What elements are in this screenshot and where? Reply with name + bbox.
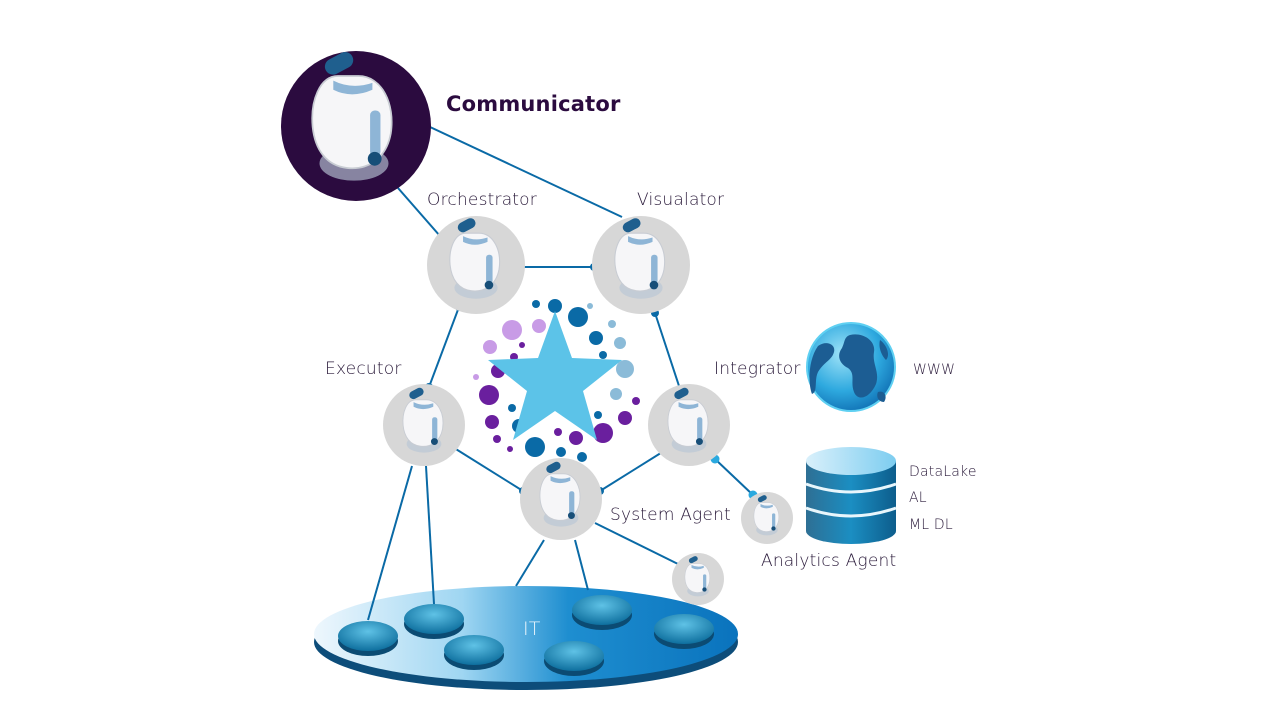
system-agent-label: System Agent [610, 505, 731, 525]
orchestrator-agent[interactable] [427, 215, 525, 314]
globe-icon [806, 322, 896, 412]
connection-lines [367, 126, 754, 621]
system-agent[interactable] [520, 458, 602, 540]
analytics-agent-label: Analytics Agent [761, 551, 897, 571]
helper-agent[interactable] [672, 553, 724, 605]
it-platform [314, 586, 738, 690]
link-executor-system-agent [450, 445, 524, 492]
www-label: WWW [913, 362, 956, 378]
integrator-label: Integrator [714, 359, 801, 379]
database-icon [805, 447, 897, 544]
visualator-agent[interactable] [592, 215, 690, 314]
orchestrator-label: Orchestrator [427, 190, 537, 210]
it-node-pads [338, 595, 714, 676]
communicator-agent[interactable] [281, 48, 431, 201]
datalake-item: ML DL [909, 517, 953, 533]
link-system-agent-it-a [515, 539, 545, 587]
analytics-agent[interactable] [741, 492, 793, 544]
datalake-item: DataLake [909, 464, 977, 480]
link-executor-it-b [425, 465, 435, 605]
dot-cloud [473, 299, 640, 462]
link-communicator-orchestrator [397, 187, 441, 237]
visualator-label: Visualator [637, 190, 725, 210]
communicator-label: Communicator [446, 92, 621, 116]
integrator-agent[interactable] [648, 384, 730, 466]
executor-agent[interactable] [383, 384, 465, 466]
link-communicator-visualator [429, 126, 623, 218]
executor-label: Executor [325, 359, 402, 379]
link-visualator-integrator [654, 312, 681, 390]
star-cluster [473, 299, 640, 462]
link-orchestrator-executor [428, 306, 460, 388]
link-system-agent-helper [594, 522, 681, 566]
datalake-item: AL [909, 490, 927, 506]
link-executor-it-a [367, 465, 413, 621]
link-integrator-system-agent [599, 450, 665, 492]
link-system-agent-it-b [574, 539, 589, 591]
it-label: IT [523, 618, 541, 640]
star-icon [488, 311, 622, 440]
link-integrator-analytics-agent [714, 458, 754, 496]
